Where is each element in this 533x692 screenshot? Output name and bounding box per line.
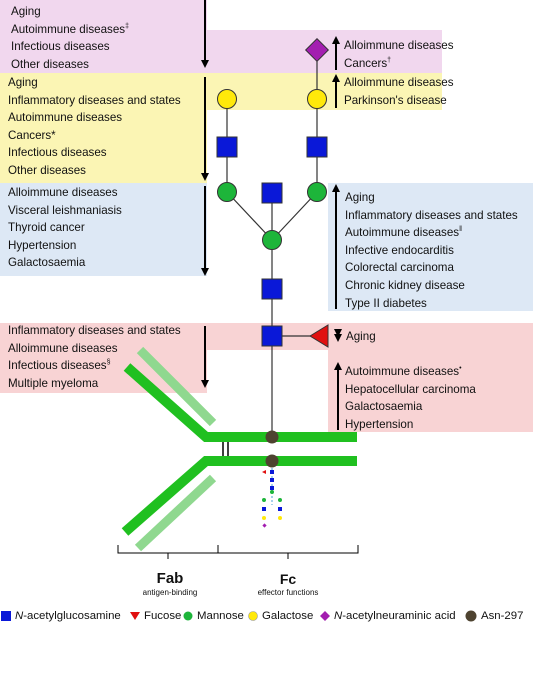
- right-red-band: [207, 323, 533, 350]
- fab-label: Fab: [156, 570, 184, 587]
- list-item: Alloimmune diseases: [8, 186, 118, 199]
- fc-caption: Fc effector functions: [246, 570, 330, 598]
- circle-icon: [248, 611, 258, 621]
- list-item: Chronic kidney disease: [345, 278, 465, 292]
- list-item: Galactosaemia: [345, 400, 423, 414]
- left-red-list: Inflammatory diseases and states Alloimm…: [8, 322, 181, 392]
- right-red-top-label: Aging: [346, 328, 376, 346]
- left-pink-panel: [0, 0, 207, 73]
- fc-sublabel: effector functions: [257, 588, 319, 597]
- glcnac-bisecting: [261, 182, 283, 204]
- light-chain-lower: [134, 474, 217, 552]
- legend-asn: Asn-297: [465, 610, 523, 622]
- legend-galactose: Galactose: [248, 610, 313, 622]
- right-red-list: Autoimmune diseases• Hepatocellular carc…: [345, 363, 476, 433]
- heavy-chain-lower: [121, 456, 357, 536]
- heavy-chain-upper: [123, 363, 357, 442]
- list-item: Galactosaemia: [8, 256, 86, 270]
- list-item: Aging: [345, 191, 375, 204]
- right-red-panel: [328, 350, 533, 432]
- right-blue-list: Aging Inflammatory diseases and states A…: [345, 189, 518, 312]
- circle-icon: [465, 610, 477, 622]
- asn-297-lower: [265, 454, 279, 468]
- list-item: Aging: [11, 5, 41, 18]
- mannose-left: [217, 182, 237, 202]
- list-item: Autoimmune diseases‡: [11, 22, 129, 36]
- list-item: Alloimmune diseases: [8, 341, 118, 355]
- triangle-icon: [130, 612, 140, 620]
- right-pink-list: Alloimmune diseases Cancers†: [344, 37, 454, 72]
- list-item: Hypertension: [8, 238, 77, 252]
- list-item: Autoimmune diseases•: [345, 365, 462, 378]
- list-item: Infectious diseases: [11, 40, 110, 54]
- fc-label: Fc: [279, 571, 297, 587]
- glcnac-right: [306, 136, 328, 158]
- mannose-right: [307, 182, 327, 202]
- left-blue-panel: [0, 183, 207, 276]
- list-item: Cancers*: [8, 128, 56, 142]
- legend-mannose: Mannose: [183, 610, 244, 622]
- mini-glycan: [262, 468, 282, 528]
- fab-bracket: [117, 545, 219, 554]
- fucose-triangle: [309, 324, 329, 348]
- legend-fucose: Fucose: [130, 610, 181, 622]
- list-item: Colorectal carcinoma: [345, 261, 454, 275]
- left-blue-list: Alloimmune diseases Visceral leishmanias…: [8, 184, 122, 272]
- legend-glcnac: N-acetylglucosamine: [1, 610, 121, 622]
- list-item: Hypertension: [345, 417, 414, 431]
- list-item: Inflammatory diseases and states: [8, 93, 181, 107]
- list-item: Parkinson's disease: [344, 93, 447, 107]
- list-item: Inflammatory diseases and states: [345, 208, 518, 222]
- mannose-core: [262, 230, 282, 250]
- asn-297-upper: [265, 430, 279, 444]
- list-item: Inflammatory diseases and states: [8, 324, 181, 337]
- diamond-icon: [320, 611, 330, 621]
- list-item: Alloimmune diseases: [344, 39, 454, 52]
- list-item: Other diseases: [11, 57, 89, 71]
- list-item: Type II diabetes: [345, 296, 427, 310]
- list-item: Infectious diseases§: [8, 359, 111, 373]
- list-item: Thyroid cancer: [8, 221, 85, 235]
- legend: N-acetylglucosamine Fucose Mannose Galac…: [0, 610, 533, 626]
- list-item: Cancers†: [344, 56, 392, 70]
- fc-bracket: [218, 545, 359, 554]
- fab-sublabel: antigen-binding: [142, 588, 198, 597]
- list-item: Infective endocarditis: [345, 243, 454, 257]
- square-icon: [1, 611, 11, 621]
- list-item: Infectious diseases: [8, 146, 107, 160]
- fab-caption: Fab antigen-binding: [128, 570, 212, 598]
- galactose-right: [307, 89, 327, 109]
- left-pink-list: Aging Autoimmune diseases‡ Infectious di…: [11, 3, 129, 73]
- list-item: Autoimmune diseases: [8, 111, 123, 125]
- left-yellow-list: Aging Inflammatory diseases and states A…: [8, 74, 181, 180]
- light-chain-upper: [136, 346, 217, 427]
- legend-neuac: N-acetylneuraminic acid: [320, 610, 456, 622]
- glcnac-core-1: [261, 325, 283, 347]
- list-item: Autoimmune diseases‖: [345, 226, 462, 240]
- right-yellow-list: Alloimmune diseases Parkinson's disease: [344, 74, 454, 109]
- neuac-diamond: [304, 37, 330, 63]
- list-item: Visceral leishmaniasis: [8, 203, 122, 217]
- glcnac-core-2: [261, 278, 283, 300]
- list-item: Multiple myeloma: [8, 376, 99, 390]
- list-item: Hepatocellular carcinoma: [345, 382, 476, 396]
- circle-icon: [183, 611, 193, 621]
- list-item: Other diseases: [8, 163, 86, 177]
- galactose-left: [217, 89, 237, 109]
- right-blue-panel: [328, 183, 533, 311]
- list-item: Alloimmune diseases: [344, 76, 454, 89]
- list-item: Aging: [8, 76, 38, 89]
- left-yellow-panel: [0, 73, 207, 183]
- glcnac-left: [216, 136, 238, 158]
- list-item: Aging: [346, 330, 376, 343]
